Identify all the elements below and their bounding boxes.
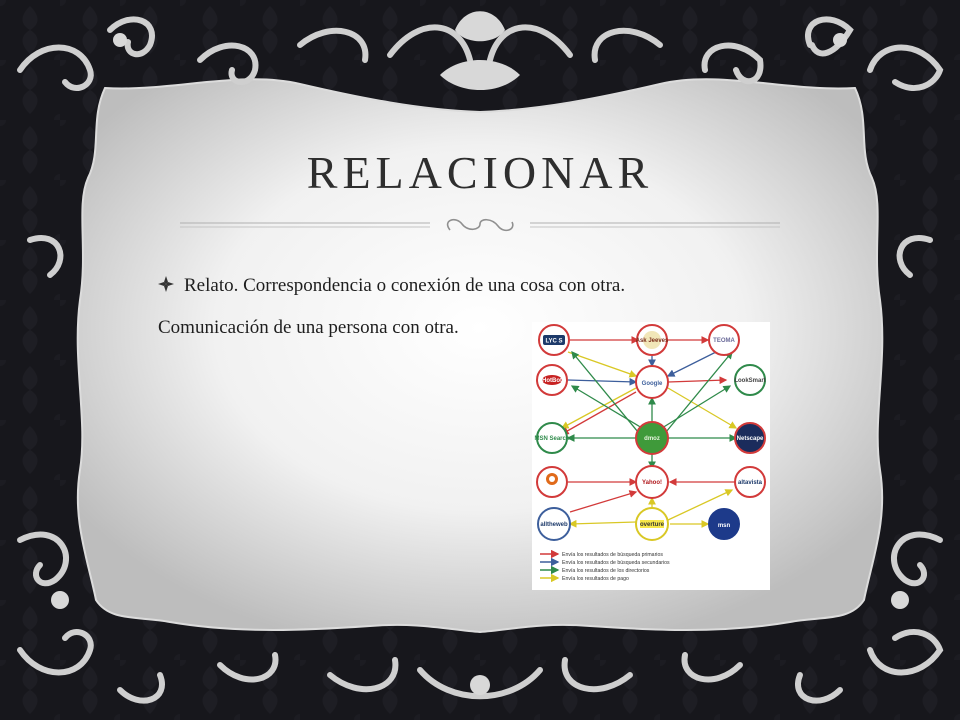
node-label: TEOMA — [713, 338, 735, 344]
node-hotbot: HotBot — [536, 364, 568, 396]
node-teoma: TEOMA — [708, 324, 740, 356]
node-label: overture — [640, 522, 665, 528]
node-label: Google — [642, 381, 663, 387]
legend-label: Envía los resultados de búsqueda secunda… — [562, 560, 670, 566]
diamond-bullet-icon — [158, 276, 174, 292]
bullet-item: Relato. Correspondencia o conexión de un… — [158, 270, 798, 302]
node-label: alltheweb — [540, 522, 568, 528]
node-label: LookSmart — [734, 378, 765, 384]
legend-item: Envía los resultados de búsqueda primari… — [540, 549, 663, 559]
node-label: altavista — [738, 480, 763, 486]
slide-content: Relato. Correspondencia o conexión de un… — [158, 270, 798, 344]
legend-label: Envía los resultados de búsqueda primari… — [562, 552, 663, 558]
node-label: Netscape — [737, 436, 764, 442]
node-label: MSN Search — [534, 436, 569, 442]
node-label: Yahoo! — [642, 480, 662, 486]
node-altavista: altavista — [734, 466, 766, 498]
legend-label: Envía los resultados de pago — [562, 576, 629, 582]
legend-label: Envía los resultados de los directorios — [562, 568, 650, 574]
node-msn: msn — [708, 508, 740, 540]
node-google: Google — [635, 365, 669, 399]
body-text: Comunicación de una persona con otra. — [158, 317, 459, 338]
search-engine-diagram: LYC S Ask Jeeves TEOMA Google HotBot Loo… — [532, 322, 770, 590]
connection-arrows — [560, 336, 738, 528]
diagram-legend: Envía los resultados de búsqueda primari… — [540, 549, 670, 583]
node-label: LYC S — [545, 339, 562, 345]
node-yahoo: Yahoo! — [635, 465, 669, 499]
legend-item: Envía los resultados de búsqueda secunda… — [540, 557, 670, 567]
legend-item: Envía los resultados de pago — [540, 573, 629, 583]
node-inktomi — [536, 466, 568, 498]
node-dmoz: dmoz — [635, 421, 669, 455]
node-looksmart: LookSmart — [734, 364, 766, 396]
node-label: dmoz — [644, 436, 660, 442]
node-msnsearch: MSN Search — [534, 422, 570, 454]
slide-title: RELACIONAR — [306, 147, 654, 198]
node-lycos: LYC S — [538, 324, 570, 356]
node-label: HotBot — [542, 378, 562, 384]
node-overture: overture — [635, 507, 669, 541]
node-alltheweb: alltheweb — [537, 507, 571, 541]
node-label: msn — [718, 523, 731, 529]
node-netscape: Netscape — [734, 422, 766, 454]
legend-item: Envía los resultados de los directorios — [540, 565, 650, 575]
title-divider — [180, 218, 780, 232]
node-askjeeves: Ask Jeeves — [636, 324, 669, 356]
node-label: Ask Jeeves — [636, 338, 669, 344]
bullet-text: Relato. Correspondencia o conexión de un… — [184, 275, 626, 296]
